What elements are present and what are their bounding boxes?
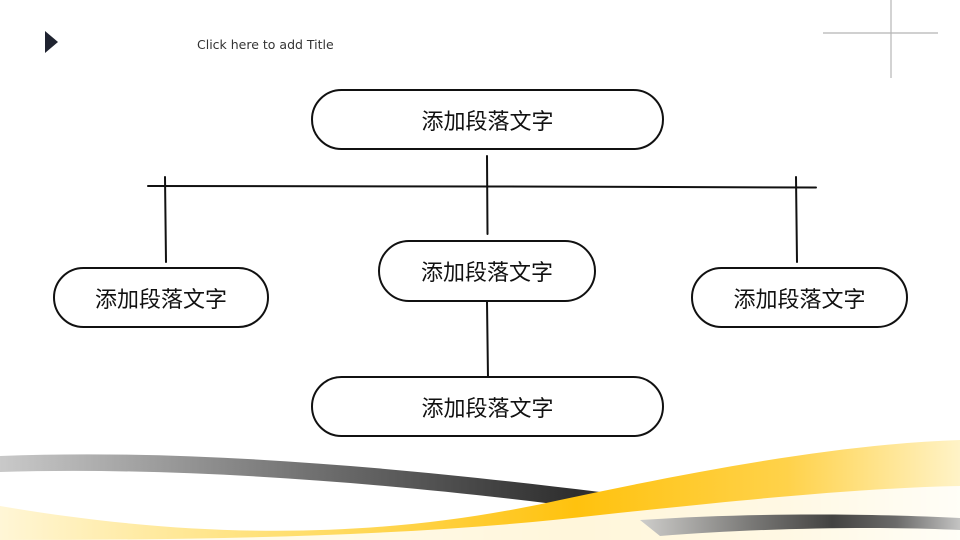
node-top[interactable]: 添加段落文字 (311, 89, 664, 150)
node-bottom-label: 添加段落文字 (421, 396, 554, 422)
node-center-label: 添加段落文字 (420, 261, 553, 286)
connector-horizontal (147, 185, 817, 189)
node-right[interactable]: 添加段落文字 (691, 267, 908, 328)
node-left[interactable]: 添加段落文字 (53, 267, 269, 328)
node-right-label: 添加段落文字 (733, 287, 866, 313)
title-marker-icon (45, 31, 58, 53)
connector-left-drop (164, 176, 167, 263)
connector-right-drop (795, 176, 798, 263)
slide-title[interactable]: Click here to add Title (197, 37, 334, 52)
connector-top-down (486, 155, 489, 235)
gray-wave-lower (640, 514, 960, 536)
connector-center-down (486, 301, 489, 379)
node-bottom[interactable]: 添加段落文字 (311, 376, 664, 437)
node-center[interactable]: 添加段落文字 (378, 240, 596, 302)
node-top-label: 添加段落文字 (421, 109, 554, 135)
node-left-label: 添加段落文字 (94, 287, 227, 313)
